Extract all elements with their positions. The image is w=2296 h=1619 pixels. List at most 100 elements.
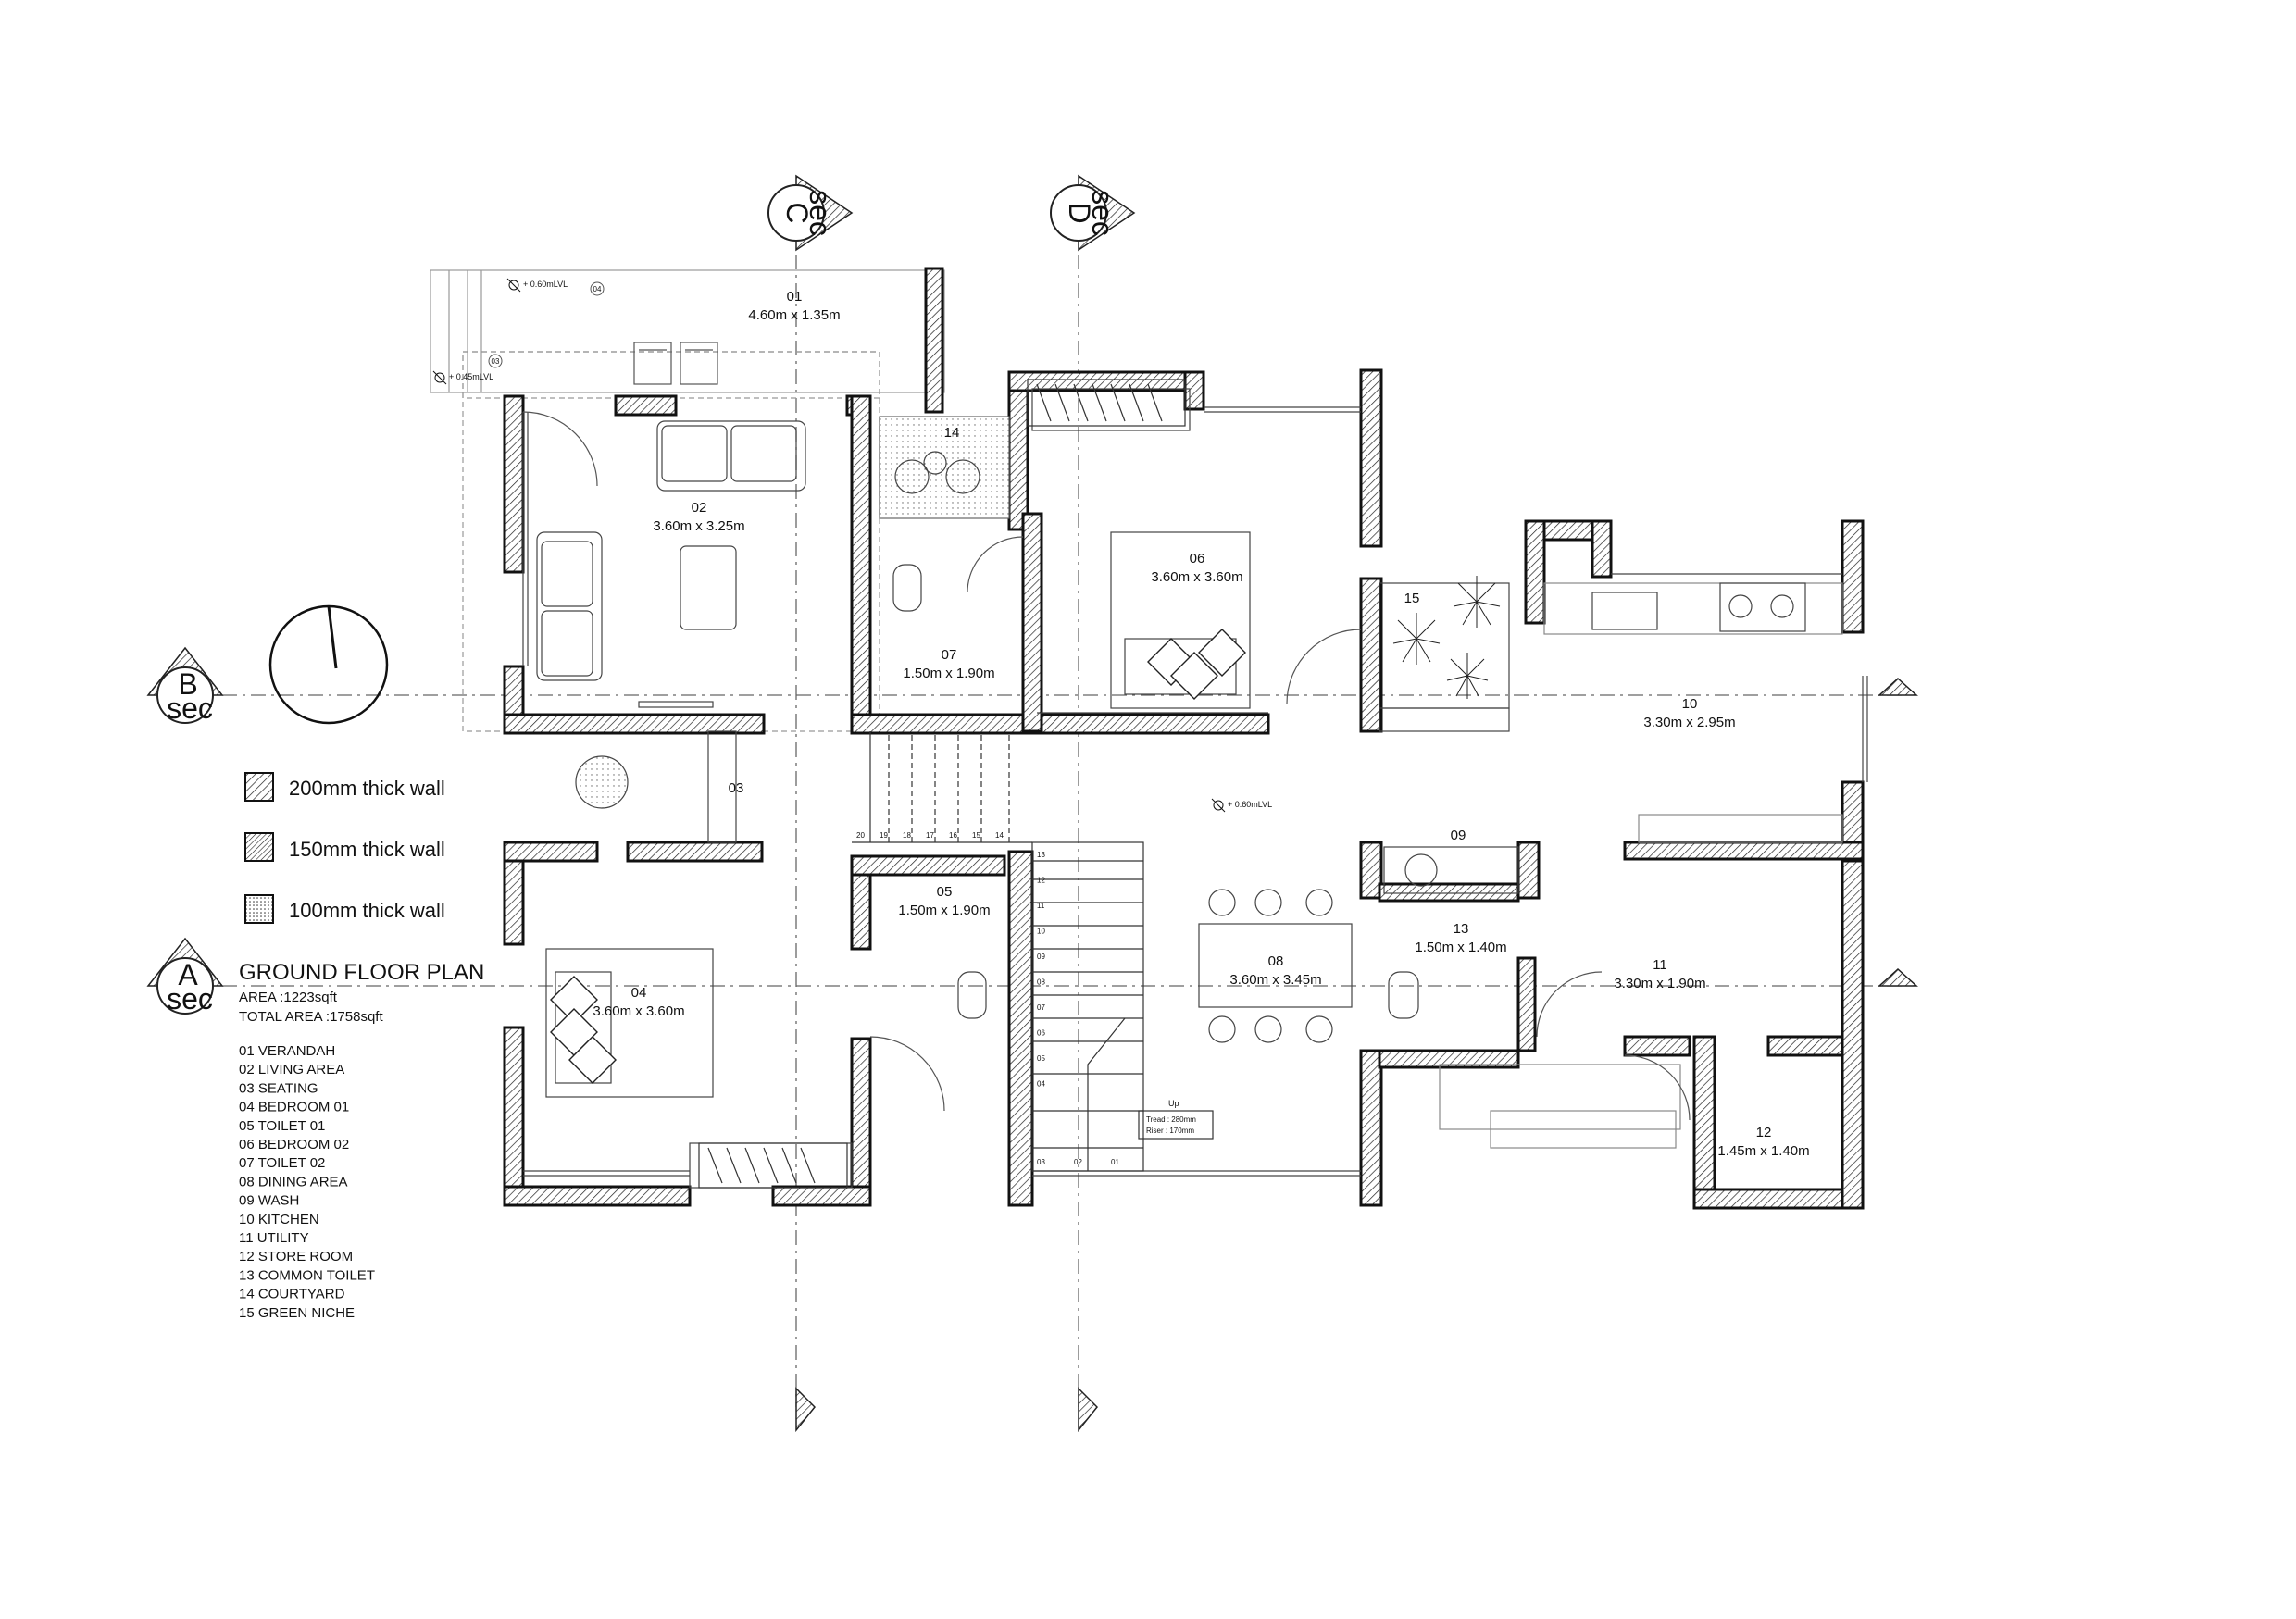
stair-step-number: 02 bbox=[1074, 1158, 1082, 1166]
level-marker-verandah: + 0.60mLVL bbox=[506, 278, 568, 293]
north-arrow-icon bbox=[268, 604, 389, 725]
stair-step-number: 13 bbox=[1037, 851, 1045, 859]
room-list-item: 10 KITCHEN bbox=[239, 1212, 319, 1227]
step-tags: 04 03 bbox=[488, 281, 605, 368]
plan-total-area: TOTAL AREA :1758sqft bbox=[239, 1009, 383, 1025]
stair-tread: Tread : 280mm bbox=[1146, 1115, 1196, 1124]
section-arrowheads bbox=[795, 677, 1918, 1433]
stair-step-number: 10 bbox=[1037, 928, 1045, 936]
room-list-item: 03 SEATING bbox=[239, 1080, 318, 1096]
section-d-letter: D bbox=[1063, 202, 1096, 223]
furniture bbox=[536, 388, 1806, 1189]
room-05-number: 05 bbox=[937, 884, 953, 900]
svg-text:+ 0.60mLVL: + 0.60mLVL bbox=[523, 280, 568, 289]
room-list-item: 04 BEDROOM 01 bbox=[239, 1100, 349, 1115]
room-list-item: 12 STORE ROOM bbox=[239, 1249, 353, 1264]
room-04-dim: 3.60m x 3.60m bbox=[593, 1003, 684, 1019]
section-b-label: sec bbox=[167, 691, 213, 725]
plan-title: GROUND FLOOR PLAN bbox=[239, 960, 484, 985]
section-a-letter: A bbox=[178, 958, 198, 991]
title-block: GROUND FLOOR PLAN AREA :1223sqft TOTAL A… bbox=[239, 960, 484, 1025]
section-lines bbox=[222, 255, 1907, 1407]
room-02-number: 02 bbox=[692, 500, 707, 516]
green-niche-plants-icon bbox=[1392, 576, 1501, 699]
stair-step-number: 20 bbox=[856, 831, 865, 840]
verandah-chairs bbox=[633, 342, 718, 385]
section-marker-d[interactable]: D sec bbox=[1050, 174, 1136, 252]
room-list-item: 08 DINING AREA bbox=[239, 1174, 348, 1189]
wardrobes bbox=[698, 379, 1186, 1189]
room-05-dim: 1.50m x 1.90m bbox=[898, 903, 990, 918]
stair bbox=[852, 731, 1214, 1172]
room-list-item: 15 GREEN NICHE bbox=[239, 1305, 355, 1321]
room-06-number: 06 bbox=[1190, 551, 1205, 567]
room-06-dim: 3.60m x 3.60m bbox=[1151, 569, 1242, 585]
bed-pillows-02 bbox=[1147, 629, 1246, 700]
room-list-item: 02 LIVING AREA bbox=[239, 1062, 344, 1077]
section-marker-b[interactable]: B sec bbox=[146, 646, 224, 725]
room-list-item: 11 UTILITY bbox=[239, 1230, 309, 1246]
stair-step-number: 19 bbox=[880, 831, 888, 840]
room-12-number: 12 bbox=[1756, 1125, 1772, 1140]
room-list-item: 05 TOILET 01 bbox=[239, 1118, 325, 1134]
stair-step-number: 03 bbox=[1037, 1158, 1045, 1166]
room-15-number: 15 bbox=[1404, 591, 1420, 606]
stair-riser: Riser : 170mm bbox=[1146, 1127, 1194, 1135]
room-02-dim: 3.60m x 3.25m bbox=[653, 518, 744, 534]
section-c-label: sec bbox=[804, 190, 837, 236]
room-13-dim: 1.50m x 1.40m bbox=[1415, 940, 1506, 955]
stair-step-number: 04 bbox=[1037, 1080, 1045, 1089]
room-11-number: 11 bbox=[1653, 957, 1667, 973]
section-marker-c[interactable]: C sec bbox=[767, 174, 854, 252]
door-swings bbox=[522, 411, 1691, 1121]
level-marker-dining: + 0.60mLVL bbox=[1211, 798, 1272, 813]
level-marker-verandah-step: + 0.45mLVL bbox=[432, 370, 493, 385]
stair-step-number: 06 bbox=[1037, 1029, 1045, 1038]
stair-step-number: 07 bbox=[1037, 1003, 1045, 1012]
stair-step-number: 01 bbox=[1111, 1158, 1119, 1166]
room-08-dim: 3.60m x 3.45m bbox=[1229, 972, 1321, 988]
room-labels: 01 4.60m x 1.35m 02 3.60m x 3.25m 03 04 … bbox=[593, 289, 1809, 1159]
room-list-item: 14 COURTYARD bbox=[239, 1287, 345, 1302]
room-10-dim: 3.30m x 2.95m bbox=[1643, 715, 1735, 730]
legend-200mm: 200mm thick wall bbox=[289, 777, 445, 800]
room-14-number: 14 bbox=[944, 425, 960, 441]
room-03-number: 03 bbox=[729, 780, 744, 796]
room-12-dim: 1.45m x 1.40m bbox=[1717, 1143, 1809, 1159]
svg-text:+ 0.45mLVL: + 0.45mLVL bbox=[449, 372, 493, 381]
section-c-letter: C bbox=[780, 202, 814, 223]
plan-area: AREA :1223sqft bbox=[239, 990, 338, 1005]
stair-step-number: 05 bbox=[1037, 1054, 1045, 1063]
wall-legend: 200mm thick wall 150mm thick wall 100mm … bbox=[244, 772, 445, 924]
stair-up: Up bbox=[1168, 1099, 1179, 1108]
svg-text:+ 0.60mLVL: + 0.60mLVL bbox=[1228, 800, 1272, 809]
stair-step-number: 16 bbox=[949, 831, 957, 840]
room-list-item: 09 WASH bbox=[239, 1193, 299, 1209]
walls bbox=[503, 267, 1865, 1210]
svg-text:03: 03 bbox=[492, 357, 500, 366]
stair-step-number: 18 bbox=[903, 831, 911, 840]
room-13-number: 13 bbox=[1454, 921, 1469, 937]
stair-step-number: 17 bbox=[926, 831, 934, 840]
bed-pillows-01 bbox=[550, 976, 617, 1084]
svg-text:04: 04 bbox=[593, 285, 602, 293]
room-10-number: 10 bbox=[1682, 696, 1698, 712]
stair-step-number: 15 bbox=[972, 831, 980, 840]
stair-step-number: 08 bbox=[1037, 978, 1045, 987]
stair-step-numbers-bottom: 03 02 01 bbox=[1037, 1158, 1119, 1166]
section-b-letter: B bbox=[178, 667, 197, 701]
stair-step-number: 14 bbox=[995, 831, 1004, 840]
room-01-number: 01 bbox=[787, 289, 803, 305]
room-08-number: 08 bbox=[1268, 953, 1284, 969]
room-09-number: 09 bbox=[1451, 828, 1466, 843]
section-d-label: sec bbox=[1086, 190, 1119, 236]
section-marker-a[interactable]: A sec bbox=[146, 937, 224, 1015]
room-04-number: 04 bbox=[631, 985, 647, 1001]
room-list-item: 07 TOILET 02 bbox=[239, 1155, 325, 1171]
stair-labels: Up Tread : 280mm Riser : 170mm 131211100… bbox=[856, 831, 1196, 1166]
legend-100mm: 100mm thick wall bbox=[289, 899, 445, 922]
room-list-item: 13 COMMON TOILET bbox=[239, 1267, 375, 1283]
stair-step-number: 09 bbox=[1037, 953, 1045, 961]
